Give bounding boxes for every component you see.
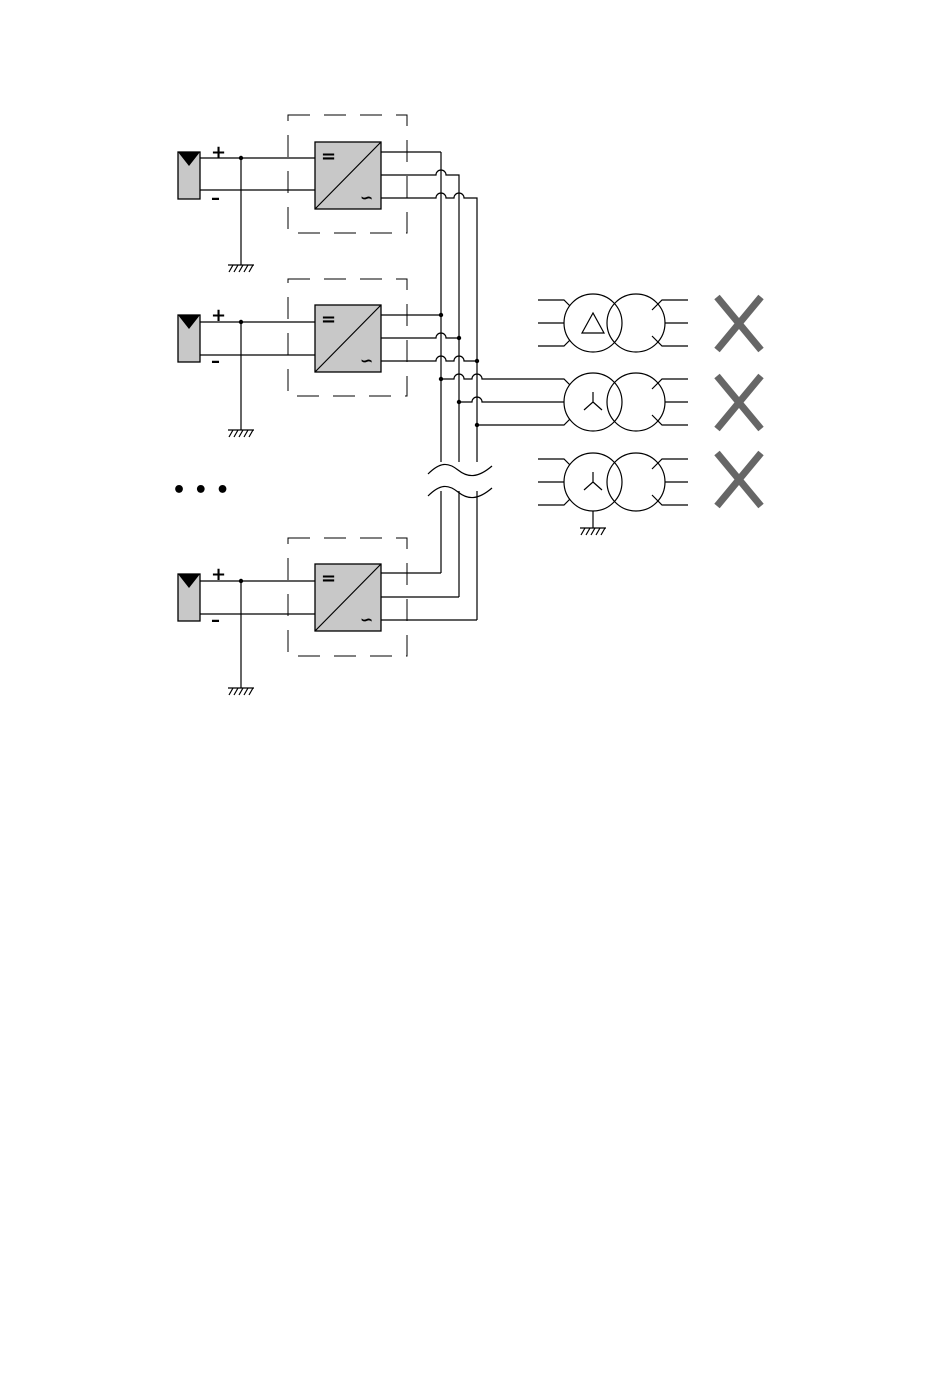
ground-icon [228, 265, 254, 272]
pv-panel-icon [178, 315, 200, 362]
inverter-unit-1: + – = ∽ [178, 115, 477, 462]
transformer-delta [538, 294, 688, 352]
pv-panel-icon [178, 152, 200, 199]
dc-symbol: = [321, 568, 336, 589]
breaker-open-icon [717, 453, 761, 506]
inverter-unit-n: + – = ∽ [178, 538, 477, 695]
pv-panel-icon [178, 574, 200, 621]
plus-label: + [211, 305, 226, 326]
dc-symbol: = [321, 146, 336, 167]
plus-label: + [211, 564, 226, 585]
inverter-unit-2: + – = ∽ [178, 279, 479, 437]
ac-symbol: ∽ [360, 351, 373, 370]
more-units-ellipsis: • • • [172, 478, 230, 503]
plus-label: + [211, 142, 226, 163]
breaker-open-icon [717, 297, 761, 350]
transformer-wye-grounded [538, 453, 688, 535]
minus-label: – [211, 610, 220, 631]
dc-ac-converter: = ∽ [315, 305, 381, 372]
dc-ac-converter: = ∽ [315, 564, 381, 631]
breaker-open-icon [717, 376, 761, 429]
transformer-wye [518, 373, 688, 431]
ac-bus-taps [439, 374, 518, 427]
ground-icon [228, 688, 254, 695]
ac-symbol: ∽ [360, 610, 373, 629]
ground-icon [228, 430, 254, 437]
ground-icon [580, 528, 606, 535]
dc-ac-converter: = ∽ [315, 142, 381, 209]
minus-label: – [211, 188, 220, 209]
dc-symbol: = [321, 309, 336, 330]
minus-label: – [211, 351, 220, 372]
ac-symbol: ∽ [360, 188, 373, 207]
